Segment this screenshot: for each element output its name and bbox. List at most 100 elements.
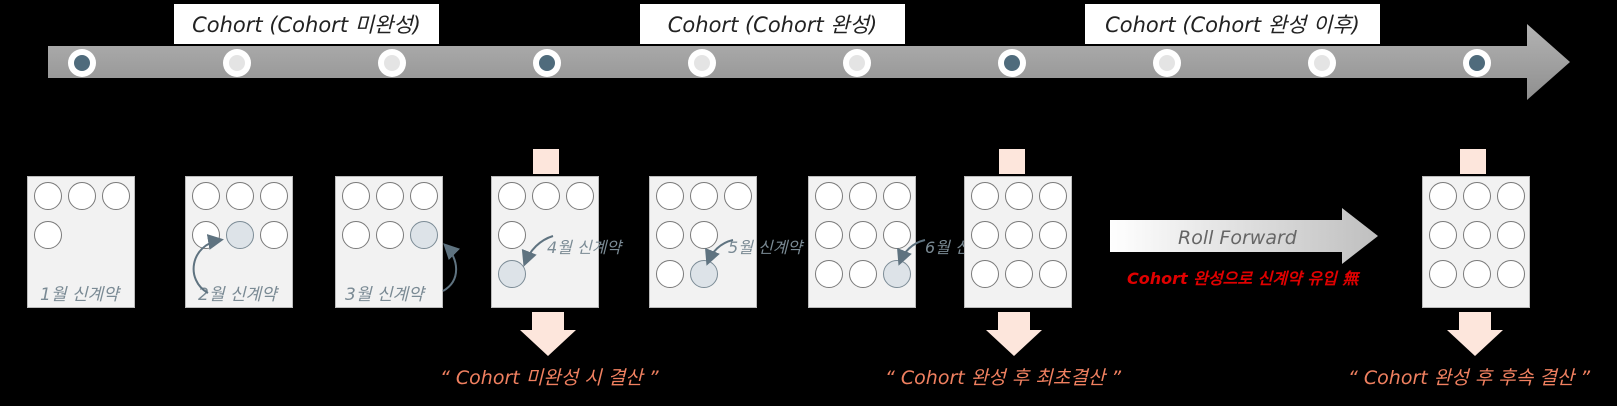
caption-first-close: “ Cohort 완성 후 최초결산 ”	[885, 367, 1122, 389]
timeline-marker	[68, 49, 96, 77]
contract-circle	[815, 221, 843, 249]
contract-circle	[1429, 182, 1457, 210]
contract-circle	[883, 182, 911, 210]
contract-circle	[34, 221, 62, 249]
contract-circle	[260, 182, 288, 210]
roll-forward-arrow	[1110, 208, 1378, 264]
roll-forward-note: Cohort 완성으로 신계약 유입 無	[1127, 269, 1359, 288]
cohort-box-feb	[185, 176, 293, 308]
arrow-jun	[897, 239, 926, 266]
timeline-marker-dot	[229, 55, 245, 71]
contract-circle	[226, 182, 254, 210]
contract-circle	[1497, 182, 1525, 210]
contract-circle	[566, 182, 594, 210]
contract-circle	[815, 260, 843, 288]
new-label-apr: 4월 신계약	[547, 238, 622, 257]
contract-circle	[68, 182, 96, 210]
timeline-marker	[1308, 49, 1336, 77]
timeline-marker	[378, 49, 406, 77]
contract-circle	[815, 182, 843, 210]
cohort-box-complete	[964, 176, 1072, 308]
contract-circle	[1039, 260, 1067, 288]
cohort-box-subsequent	[1422, 176, 1530, 308]
contract-circle	[849, 221, 877, 249]
contract-circle	[342, 182, 370, 210]
phase-label-incomplete: Cohort (Cohort 미완성)	[174, 4, 439, 44]
new-label-may: 5월 신계약	[728, 238, 803, 257]
stub-box7	[999, 149, 1025, 174]
contract-circle	[690, 221, 718, 249]
new-contract-circle	[498, 260, 526, 288]
contract-circle	[342, 221, 370, 249]
roll-forward-label: Roll Forward	[1178, 227, 1297, 249]
box-label-mar: 3월 신계약	[345, 285, 424, 305]
contract-circle	[724, 182, 752, 210]
contract-circle	[656, 182, 684, 210]
contract-circle	[1463, 260, 1491, 288]
timeline-marker-dot	[1314, 55, 1330, 71]
cohort-box-may	[649, 176, 757, 308]
contract-circle	[971, 182, 999, 210]
contract-circle	[260, 221, 288, 249]
contract-circle	[656, 260, 684, 288]
contract-circle	[376, 182, 404, 210]
contract-circle	[498, 221, 526, 249]
cohort-box-jan	[27, 176, 135, 308]
contract-circle	[1497, 260, 1525, 288]
contract-circle	[376, 221, 404, 249]
contract-circle	[498, 182, 526, 210]
phase-label-after-complete: Cohort (Cohort 완성 이후)	[1085, 4, 1380, 44]
contract-circle	[1497, 221, 1525, 249]
contract-circle	[971, 221, 999, 249]
down-arrow-subsequent	[1447, 312, 1503, 356]
box-label-feb: 2월 신계약	[198, 285, 277, 305]
new-contract-circle	[410, 221, 438, 249]
timeline-marker-dot	[849, 55, 865, 71]
timeline-arrow	[48, 24, 1570, 100]
contract-circle	[971, 260, 999, 288]
caption-subsequent-close: “ Cohort 완성 후 후속 결산 ”	[1348, 367, 1591, 389]
timeline-marker-dot	[1004, 55, 1020, 71]
timeline-marker-dot	[74, 55, 90, 71]
contract-circle	[532, 182, 560, 210]
timeline-marker	[533, 49, 561, 77]
down-arrow-first	[986, 312, 1042, 356]
timeline-marker-dot	[384, 55, 400, 71]
contract-circle	[849, 182, 877, 210]
phase-label-complete: Cohort (Cohort 완성)	[640, 4, 905, 44]
contract-circle	[1429, 260, 1457, 288]
contract-circle	[849, 260, 877, 288]
timeline-marker	[223, 49, 251, 77]
arrow-may	[705, 239, 734, 266]
contract-circle	[410, 182, 438, 210]
down-arrow-incomplete	[520, 312, 576, 356]
contract-circle	[690, 182, 718, 210]
contract-circle	[1005, 221, 1033, 249]
cohort-box-apr	[491, 176, 599, 308]
contract-circle	[1463, 182, 1491, 210]
arrow-feb	[192, 234, 224, 294]
contract-circle	[34, 182, 62, 210]
box-label-jan: 1월 신계약	[40, 285, 119, 305]
timeline-marker-dot	[1159, 55, 1175, 71]
stub-box8	[1460, 149, 1486, 174]
contract-circle	[656, 221, 684, 249]
timeline-marker-dot	[1469, 55, 1485, 71]
contract-circle	[1463, 221, 1491, 249]
timeline-marker	[998, 49, 1026, 77]
contract-circle	[192, 182, 220, 210]
stub-box4	[533, 149, 559, 174]
contract-circle	[1039, 221, 1067, 249]
cohort-box-jun-prev	[808, 176, 916, 308]
caption-incomplete: “ Cohort 미완성 시 결산 ”	[440, 367, 659, 389]
timeline-marker-dot	[694, 55, 710, 71]
timeline-marker	[1463, 49, 1491, 77]
contract-circle	[1039, 182, 1067, 210]
cohort-box-mar	[335, 176, 443, 308]
contract-circle	[1429, 221, 1457, 249]
contract-circle	[883, 221, 911, 249]
timeline-marker	[688, 49, 716, 77]
arrow-mar	[442, 243, 461, 292]
timeline-marker-dot	[539, 55, 555, 71]
